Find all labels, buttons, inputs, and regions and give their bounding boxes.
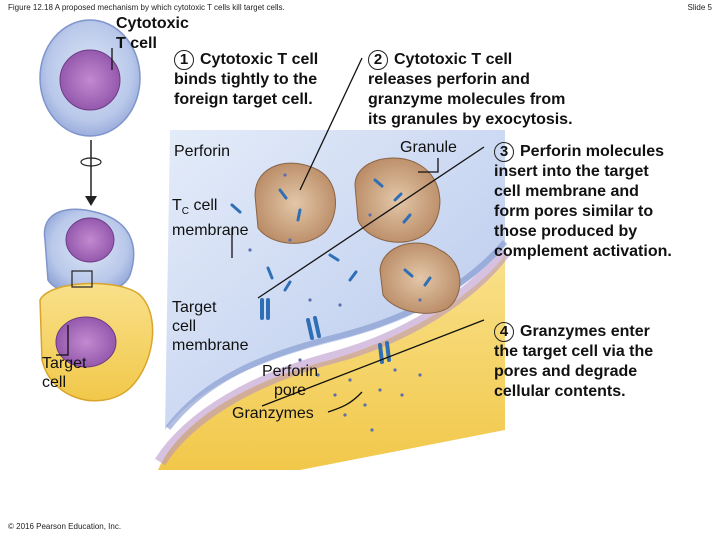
label-line: membrane <box>172 222 249 240</box>
label-line: Target <box>172 299 217 316</box>
label-line: T cell <box>116 35 157 52</box>
step-text: cellular contents. <box>494 383 626 401</box>
label-subscript: C <box>181 206 190 218</box>
step-text: Perforin molecules <box>520 143 665 161</box>
step-text: Cytotoxic T cell <box>200 51 319 69</box>
label-tc-cell-membrane: TC cell membrane <box>172 196 248 240</box>
leader-lines <box>56 48 485 413</box>
label-perforin-pore: Perforin pore <box>250 362 330 400</box>
step-text: granzyme molecules from <box>368 91 566 109</box>
step-text: the target cell via the <box>494 343 654 361</box>
label-line: cell <box>42 374 67 391</box>
label-target-cell-membrane: Target cell membrane <box>172 298 248 355</box>
step-text: releases perforin and <box>368 71 530 89</box>
free-t-cell <box>39 19 141 137</box>
label-cytotoxic-t-cell: Cytotoxic T cell <box>116 14 189 54</box>
step-3: 3 Perforin molecules insert into the targ… <box>494 142 672 262</box>
step-text: those produced by <box>494 223 638 241</box>
step-number: 1 <box>174 50 194 70</box>
label-granule: Granule <box>400 139 457 156</box>
step-1: 1 Cytotoxic T cell binds tightly to the f… <box>174 50 318 110</box>
label-line: Target <box>42 355 87 372</box>
label-line: membrane <box>172 337 249 354</box>
copyright-notice: © 2016 Pearson Education, Inc. <box>8 522 122 531</box>
step-text: binds tightly to the <box>174 71 318 89</box>
step-text: Cytotoxic T cell <box>394 51 513 69</box>
label-target-cell: Target cell <box>42 354 86 392</box>
label-part: T <box>172 197 182 214</box>
step-text: pores and degrade <box>494 363 638 381</box>
label-line: Cytotoxic <box>116 15 189 32</box>
zoomed-view <box>154 130 510 470</box>
step-text: its granules by exocytosis. <box>368 111 573 129</box>
step-text: cell membrane and <box>494 183 639 201</box>
label-perforin: Perforin <box>174 143 231 160</box>
slide-number: Slide 5 <box>687 3 712 12</box>
step-text: complement activation. <box>494 243 672 261</box>
step-text: form pores similar to <box>494 203 654 221</box>
figure-caption: Figure 12.18 A proposed mechanism by whi… <box>8 3 285 12</box>
step-number: 2 <box>368 50 388 70</box>
label-line: Perforin <box>261 363 319 380</box>
label-granzymes: Granzymes <box>232 405 314 422</box>
bound-cells <box>39 208 154 402</box>
step-text: insert into the target <box>494 163 649 181</box>
step-number: 3 <box>494 142 514 162</box>
step-4: 4 Granzymes enter the target cell via the… <box>494 322 653 402</box>
step-text: foreign target cell. <box>174 91 313 109</box>
down-arrow <box>80 140 102 206</box>
step-text: Granzymes enter <box>520 323 650 341</box>
label-line: pore <box>273 382 307 399</box>
label-part: cell <box>189 197 218 214</box>
step-number: 4 <box>494 322 514 342</box>
label-line: cell <box>172 318 197 335</box>
